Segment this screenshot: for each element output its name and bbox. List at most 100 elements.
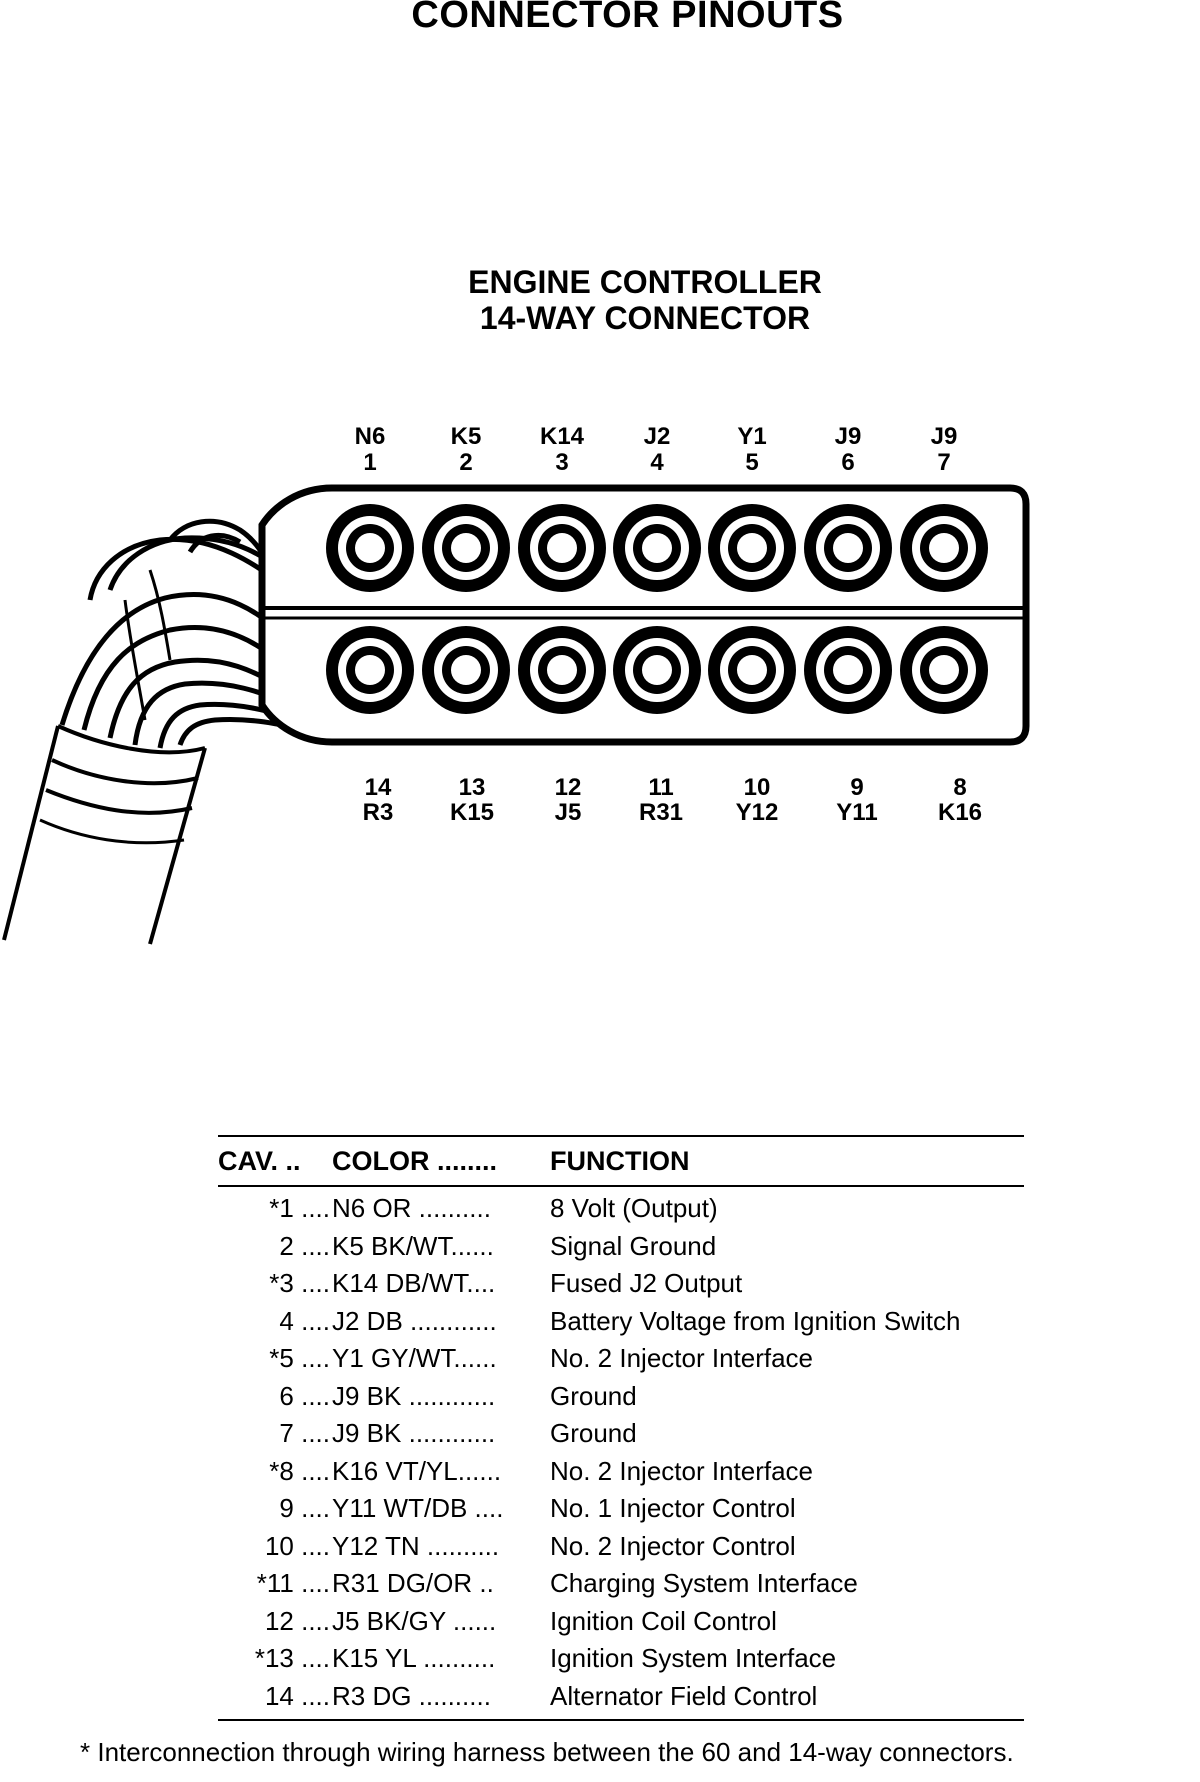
cell-cav: *1 .... bbox=[269, 1193, 330, 1224]
cell-cav: *11 .... bbox=[256, 1568, 330, 1599]
pin-circuit-label: Y11 bbox=[836, 799, 877, 826]
pin-circuit-label: Y1 bbox=[737, 423, 766, 450]
pin-number-label: 6 bbox=[841, 449, 854, 476]
cell-color: Y11 WT/DB .... bbox=[332, 1493, 504, 1524]
pin-number-label: 14 bbox=[365, 774, 392, 801]
pin-circuit-label: J9 bbox=[931, 423, 958, 450]
pin-cavity bbox=[708, 504, 796, 592]
table-row: 7 ....J9 BK ............Ground bbox=[218, 1415, 1024, 1453]
table-row: *13 ....K15 YL ..........Ignition System… bbox=[218, 1640, 1024, 1678]
cell-function: Fused J2 Output bbox=[550, 1268, 743, 1299]
table-row: 14 ....R3 DG .......... Alternator Field … bbox=[218, 1678, 1024, 1716]
pin-number-label: 10 bbox=[744, 774, 771, 801]
pin-cavity bbox=[804, 626, 892, 714]
cell-color: K5 BK/WT...... bbox=[332, 1230, 494, 1261]
cell-cav: 12 .... bbox=[264, 1605, 330, 1636]
table-header-rule bbox=[218, 1185, 1024, 1187]
table-row: 2 ....K5 BK/WT......Signal Ground bbox=[218, 1228, 1024, 1266]
table-row: 10 ....Y12 TN ..........No. 2 Injector C… bbox=[218, 1528, 1024, 1566]
cell-function: Alternator Field Control bbox=[550, 1680, 818, 1711]
pin-circuit-label: N6 bbox=[355, 423, 386, 450]
pin-circuit-label: Y12 bbox=[736, 799, 779, 826]
pin-number-label: 2 bbox=[459, 449, 472, 476]
pin-number-label: 9 bbox=[850, 774, 863, 801]
cell-color: J9 BK ............ bbox=[332, 1418, 496, 1449]
wire-harness-sleeve bbox=[2, 724, 207, 945]
cell-function: No. 2 Injector Control bbox=[550, 1530, 796, 1561]
connector-title-line2: 14-WAY CONNECTOR bbox=[479, 300, 811, 336]
pin-number-label: 1 bbox=[363, 449, 376, 476]
header-cav: CAV. .. bbox=[218, 1145, 301, 1176]
pin-cavity bbox=[613, 504, 701, 592]
table-row: *5 ....Y1 GY/WT......No. 2 Injector Inte… bbox=[218, 1340, 1024, 1378]
connector-bottom-row bbox=[326, 626, 988, 714]
cell-function: Ground bbox=[550, 1380, 637, 1411]
cell-color: R3 DG .......... bbox=[332, 1680, 491, 1711]
pin-circuit-label: K15 bbox=[450, 799, 494, 826]
cell-function: No. 1 Injector Control bbox=[550, 1493, 796, 1524]
pinout-table: CAV. .. COLOR ........ FUNCTION *1 ....N… bbox=[218, 1135, 1024, 1721]
table-row: 12 ....J5 BK/GY ...... Ignition Coil Cont… bbox=[218, 1603, 1024, 1641]
table-top-rule bbox=[218, 1135, 1024, 1137]
cell-function: Ignition Coil Control bbox=[550, 1605, 777, 1636]
table-bottom-rule bbox=[218, 1719, 1024, 1721]
cell-cav: *3 .... bbox=[269, 1268, 330, 1299]
pin-number-label: 5 bbox=[745, 449, 758, 476]
table-row: *3 ....K14 DB/WT....Fused J2 Output bbox=[218, 1265, 1024, 1303]
cell-function: No. 2 Injector Interface bbox=[550, 1343, 814, 1374]
pin-cavity bbox=[804, 504, 892, 592]
cell-cav: *13 .... bbox=[254, 1643, 330, 1674]
cell-color: J9 BK ............ bbox=[332, 1380, 496, 1411]
pin-labels: N61K52K143J24Y15J96J9714R313K1512J511R31… bbox=[355, 423, 982, 826]
pin-circuit-label: R3 bbox=[363, 799, 394, 826]
connector-title-line1: ENGINE CONTROLLER bbox=[468, 264, 822, 300]
pin-cavity bbox=[518, 626, 606, 714]
pin-number-label: 7 bbox=[937, 449, 950, 476]
cell-cav: 6 .... bbox=[279, 1380, 330, 1411]
pin-cavity bbox=[326, 626, 414, 714]
table-row: *8 ....K16 VT/YL......No. 2 Injector Int… bbox=[218, 1453, 1024, 1491]
pin-circuit-label: K14 bbox=[540, 423, 585, 450]
cell-function: Battery Voltage from Ignition Switch bbox=[550, 1305, 961, 1336]
table-header: CAV. .. COLOR ........ FUNCTION bbox=[218, 1137, 1024, 1185]
pin-number-label: 12 bbox=[555, 774, 582, 801]
pin-circuit-label: J5 bbox=[555, 799, 582, 826]
cell-function: Charging System Interface bbox=[550, 1568, 858, 1599]
pin-circuit-label: R31 bbox=[639, 799, 683, 826]
cell-function: Ignition System Interface bbox=[550, 1643, 837, 1674]
pin-circuit-label: K16 bbox=[938, 799, 982, 826]
cell-color: J2 DB ............ bbox=[332, 1305, 497, 1336]
cell-color: Y12 TN .......... bbox=[332, 1530, 500, 1561]
header-color: COLOR ........ bbox=[332, 1145, 498, 1176]
pin-cavity bbox=[422, 626, 510, 714]
pin-cavity bbox=[708, 626, 796, 714]
cell-cav: 9 .... bbox=[279, 1493, 330, 1524]
pin-number-label: 4 bbox=[650, 449, 664, 476]
cell-color: R31 DG/OR .. bbox=[332, 1568, 494, 1599]
pin-cavity bbox=[422, 504, 510, 592]
table-row: *11 ....R31 DG/OR .. Charging System Inte… bbox=[218, 1565, 1024, 1603]
table-row: *1 ....N6 OR ..........8 Volt (Output) bbox=[218, 1190, 1024, 1228]
cell-color: Y1 GY/WT...... bbox=[332, 1343, 497, 1374]
pin-number-label: 3 bbox=[555, 449, 568, 476]
cell-cav: *8 .... bbox=[269, 1455, 330, 1486]
table-row: 4 ....J2 DB ............ Battery Voltage … bbox=[218, 1303, 1024, 1341]
pin-circuit-label: J2 bbox=[644, 423, 671, 450]
table-row: 9 ....Y11 WT/DB .... No. 1 Injector Contr… bbox=[218, 1490, 1024, 1528]
cell-function: No. 2 Injector Interface bbox=[550, 1455, 814, 1486]
table-body: *1 ....N6 OR ..........8 Volt (Output)2 … bbox=[218, 1190, 1024, 1715]
cell-function: Signal Ground bbox=[550, 1230, 717, 1261]
pin-number-label: 13 bbox=[459, 774, 486, 801]
pin-number-label: 8 bbox=[953, 774, 966, 801]
cell-cav: 4 .... bbox=[279, 1305, 330, 1336]
pin-cavity bbox=[518, 504, 606, 592]
header-function: FUNCTION bbox=[550, 1145, 690, 1176]
pin-number-label: 11 bbox=[648, 774, 673, 801]
connector-diagram: N61K52K143J24Y15J96J9714R313K1512J511R31… bbox=[2, 423, 1030, 945]
pin-circuit-label: J9 bbox=[835, 423, 862, 450]
cell-color: N6 OR .......... bbox=[332, 1193, 491, 1224]
cell-color: J5 BK/GY ...... bbox=[332, 1605, 497, 1636]
cell-cav: 14 .... bbox=[264, 1680, 330, 1711]
pin-cavity bbox=[900, 504, 988, 592]
page-title: CONNECTOR PINOUTS bbox=[411, 0, 844, 36]
